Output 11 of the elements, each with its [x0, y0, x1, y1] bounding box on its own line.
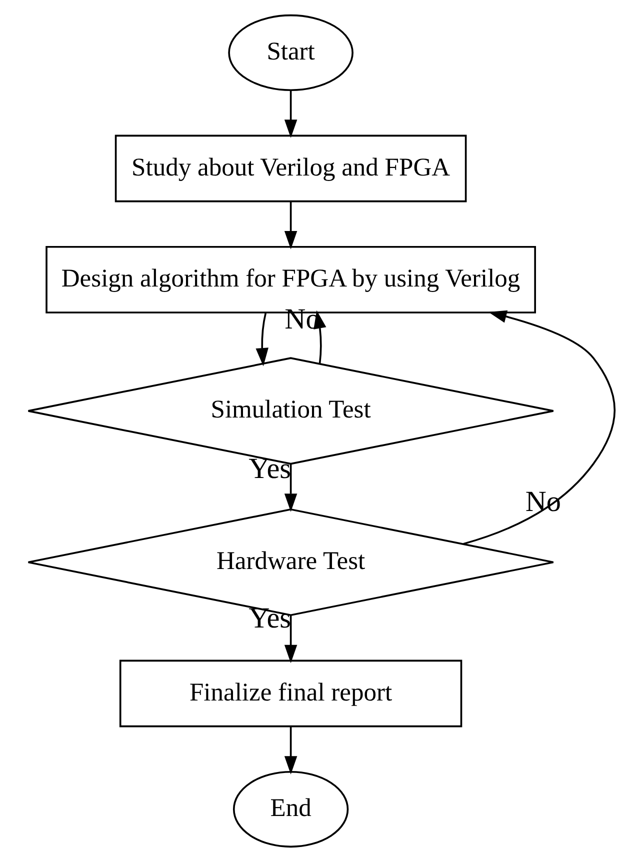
arrow: [284, 90, 298, 138]
node-ellipse: Start: [228, 14, 354, 92]
node-box: Finalize final report: [119, 660, 462, 728]
arrow: [284, 615, 298, 664]
node-box: Study about Verilog and FPGA: [114, 134, 467, 202]
arrow: [284, 464, 298, 512]
arrow: [463, 310, 616, 545]
arrow: [256, 312, 268, 366]
arrow: [284, 201, 298, 250]
arrow: [284, 726, 298, 774]
node-ellipse: End: [232, 770, 349, 848]
